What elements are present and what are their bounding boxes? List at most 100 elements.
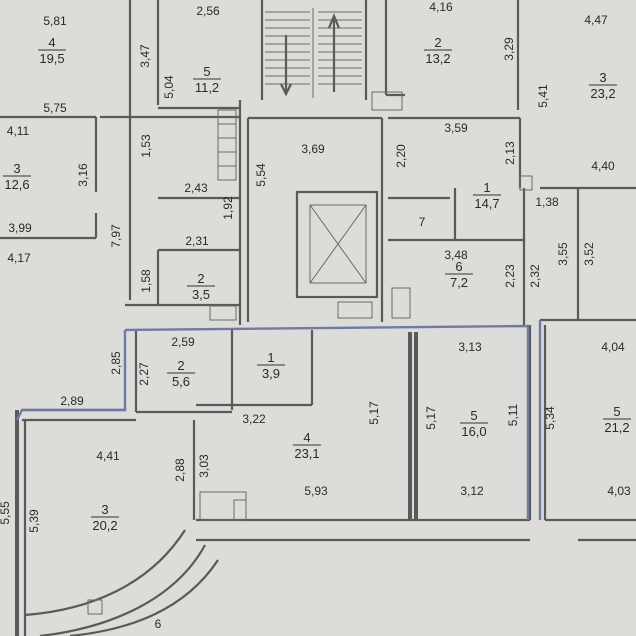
- room-r-br-5: 521,2: [603, 404, 631, 435]
- dimension-d48: 3,12: [460, 484, 484, 498]
- dimension-d27: 3,55: [556, 242, 570, 266]
- room-r-l-3: 312,6: [3, 161, 31, 192]
- dimension-d46: 2,88: [173, 458, 187, 482]
- dimension-d11: 1,53: [139, 134, 153, 158]
- room-number: 4: [303, 430, 310, 445]
- dimension-d31: 2,32: [528, 264, 542, 288]
- room-area: 21,2: [604, 420, 629, 435]
- dimension-d23: 3,99: [8, 221, 32, 235]
- dimension-d15: 2,13: [503, 141, 517, 165]
- room-number: 2: [197, 271, 204, 286]
- room-r-b-5: 516,0: [460, 408, 488, 439]
- dimension-d4: 4,47: [584, 13, 608, 27]
- dimension-d38: 2,89: [60, 394, 84, 408]
- dimension-d6: 5,04: [162, 75, 176, 99]
- dimension-d40: 5,17: [367, 401, 381, 425]
- room-r-r-1: 114,7: [473, 180, 501, 211]
- dimension-d49: 4,03: [607, 484, 631, 498]
- dimension-d18: 5,54: [254, 163, 268, 187]
- room-r-tr-2: 213,2: [424, 35, 452, 66]
- dimension-d19: 2,43: [184, 181, 208, 195]
- dimension-d13: 3,59: [444, 121, 468, 135]
- room-r-tl-4: 419,5: [38, 35, 66, 66]
- dimension-d26: 3,48: [444, 248, 468, 262]
- room-r-tr-3: 323,2: [589, 70, 617, 101]
- dimension-d47: 5,93: [304, 484, 328, 498]
- dimension-d50: 5,55: [0, 501, 12, 525]
- rooms: 419,5511,2312,623,5213,2323,2114,767,225…: [3, 35, 631, 533]
- dimension-d43: 5,34: [543, 406, 557, 430]
- dimension-d41: 5,17: [424, 406, 438, 430]
- dimension-d21: 1,92: [221, 196, 235, 220]
- dimension-d14: 2,20: [394, 144, 408, 168]
- dimension-d32: 1,58: [139, 269, 153, 293]
- dimension-d52: 6: [155, 617, 162, 631]
- room-area: 14,7: [474, 196, 499, 211]
- dimension-d36: 2,85: [109, 351, 123, 375]
- room-number: 3: [599, 70, 606, 85]
- room-area: 19,5: [39, 51, 64, 66]
- dimension-d33: 2,59: [171, 335, 195, 349]
- room-area: 3,9: [262, 366, 280, 381]
- dimension-d35: 4,04: [601, 340, 625, 354]
- room-number: 6: [455, 259, 462, 274]
- wall-openings: [209, 91, 533, 321]
- room-area: 11,2: [195, 80, 219, 95]
- room-number: 3: [13, 161, 20, 176]
- room-number: 3: [101, 502, 108, 517]
- room-r-b-1: 13,9: [257, 350, 285, 381]
- dimension-d16: 4,40: [591, 159, 615, 173]
- room-number: 2: [177, 358, 184, 373]
- room-r-b-4: 423,1: [293, 430, 321, 461]
- dimension-d12: 3,69: [301, 142, 325, 156]
- dimension-d29: 4,17: [7, 251, 31, 265]
- dimension-d20: 1,38: [535, 195, 559, 209]
- dimension-d7: 3,29: [502, 37, 516, 61]
- dimension-d25: 2,31: [185, 234, 209, 248]
- room-number: 5: [203, 64, 210, 79]
- room-area: 23,1: [294, 446, 319, 461]
- apartment-boundary: [15, 320, 542, 520]
- dimension-d5: 3,47: [138, 44, 152, 68]
- room-number: 5: [613, 404, 620, 419]
- dimension-d42: 5,11: [506, 403, 520, 426]
- room-r-r-6: 67,2: [445, 259, 473, 290]
- dimension-d34: 3,13: [458, 340, 482, 354]
- dimension-d17: 3,16: [76, 163, 90, 187]
- room-r-c-2: 23,5: [187, 271, 215, 302]
- room-r-tl-5: 511,2: [193, 64, 221, 95]
- dimension-d3: 4,16: [429, 0, 453, 14]
- room-area: 3,5: [192, 287, 210, 302]
- room-area: 13,2: [425, 51, 450, 66]
- room-number: 1: [267, 350, 274, 365]
- dimension-d8: 5,41: [536, 84, 550, 108]
- dimension-d51: 5,39: [27, 509, 41, 533]
- room-area: 12,6: [4, 177, 29, 192]
- room-area: 7,2: [450, 275, 468, 290]
- room-r-b-3: 320,2: [91, 502, 119, 533]
- dimension-d37: 2,27: [137, 362, 151, 386]
- dimension-d2: 2,56: [196, 4, 220, 18]
- dimension-d22: 7: [419, 215, 426, 229]
- dimension-d39: 3,22: [242, 412, 266, 426]
- dimension-d45: 3,03: [197, 454, 211, 478]
- room-area: 23,2: [590, 86, 615, 101]
- room-area: 5,6: [172, 374, 190, 389]
- room-r-b-2: 25,6: [167, 358, 195, 389]
- room-area: 20,2: [92, 518, 117, 533]
- dimension-d9: 5,75: [43, 101, 67, 115]
- room-number: 4: [48, 35, 55, 50]
- dimension-d1: 5,81: [43, 14, 67, 28]
- room-number: 1: [483, 180, 490, 195]
- dimension-d44: 4,41: [96, 449, 120, 463]
- room-area: 16,0: [461, 424, 486, 439]
- dimension-d30: 2,23: [503, 264, 517, 288]
- dimension-d28: 3,52: [582, 242, 596, 266]
- dimension-d10: 4,11: [7, 124, 30, 138]
- room-number: 5: [470, 408, 477, 423]
- room-number: 2: [434, 35, 441, 50]
